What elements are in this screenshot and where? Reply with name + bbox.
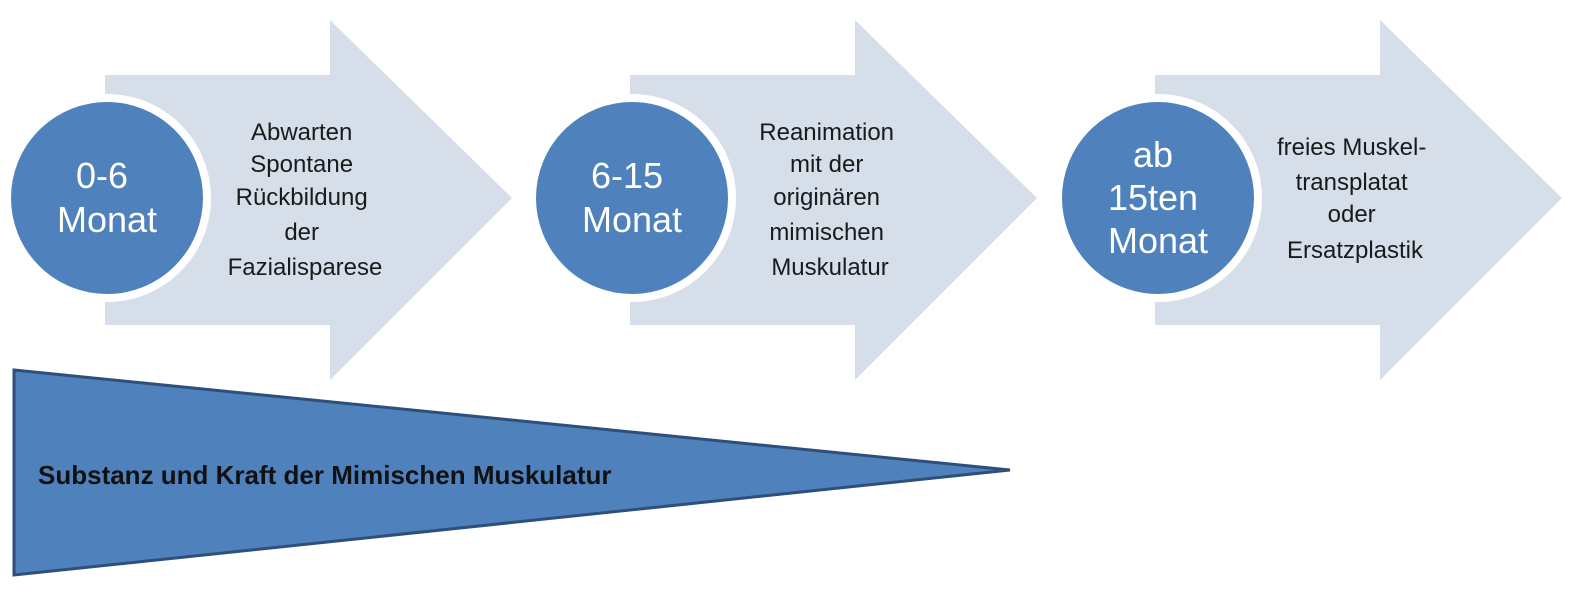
step-2-description-line: mit der	[790, 151, 863, 178]
step-3-description-line: oder	[1328, 201, 1376, 228]
step-2-circle	[528, 94, 736, 302]
step-3-description-line: transplatat	[1296, 169, 1408, 196]
step-2-description-line: originären	[773, 184, 880, 211]
step-1-description-line: Rückbildung	[236, 184, 368, 211]
step-3-circle	[1054, 94, 1262, 302]
step-1-circle-line: 0-6	[76, 155, 128, 196]
step-2-description-line: Muskulatur	[771, 254, 888, 281]
step-3-circle-line: Monat	[1108, 220, 1208, 261]
strength-wedge-label: Substanz und Kraft der Mimischen Muskula…	[38, 460, 612, 490]
step-3: ab 15ten Monat freies Muskel- transplata…	[1054, 20, 1562, 380]
step-1-circle-label: 0-6 Monat	[57, 155, 157, 240]
step-1-description-line: der	[284, 219, 319, 246]
step-1-description-line: Fazialisparese	[228, 254, 383, 281]
step-3-description-line: freies Muskel-	[1277, 134, 1426, 161]
step-2-description: Reanimation mit der originären mimischen…	[759, 119, 900, 281]
step-2-description-line: Reanimation	[759, 119, 894, 146]
step-2-circle-line: Monat	[582, 199, 682, 240]
step-2: 6-15 Monat Reanimation mit der originäre…	[528, 20, 1037, 380]
step-3-circle-line: 15ten	[1108, 177, 1198, 218]
step-3-circle-label: ab 15ten Monat	[1108, 134, 1208, 261]
step-2-description-line: mimischen	[769, 219, 884, 246]
step-1: 0-6 Monat Abwarten Spontane Rückbildung …	[3, 20, 512, 380]
step-1-arrow	[105, 20, 512, 380]
step-3-circle-line: ab	[1133, 134, 1173, 175]
step-3-description: freies Muskel- transplatat oder Ersatzpl…	[1277, 134, 1433, 264]
step-1-description-line: Spontane	[250, 151, 353, 178]
step-2-circle-line: 6-15	[591, 155, 663, 196]
step-1-circle	[3, 94, 211, 302]
step-3-arrow	[1155, 20, 1562, 380]
strength-wedge: Substanz und Kraft der Mimischen Muskula…	[12, 368, 1011, 577]
step-1-description-line: Abwarten	[251, 119, 352, 146]
step-2-arrow	[630, 20, 1037, 380]
step-3-description-line: Ersatzplastik	[1287, 237, 1424, 264]
step-1-description: Abwarten Spontane Rückbildung der Fazial…	[228, 119, 383, 281]
step-1-circle-line: Monat	[57, 199, 157, 240]
step-2-circle-label: 6-15 Monat	[582, 155, 682, 240]
strength-wedge-shape	[12, 368, 1011, 577]
